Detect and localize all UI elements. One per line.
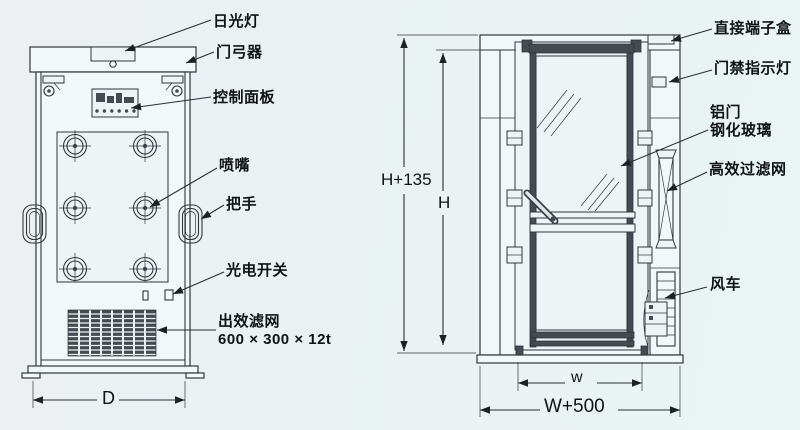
label-dim-width-total: W+500 xyxy=(544,396,605,417)
handle-left xyxy=(22,204,47,244)
label-aluminum-door-line1: 铝门 xyxy=(710,104,742,121)
label-junction-box: 直接端子盒 xyxy=(714,20,792,37)
aluminum-glass-door xyxy=(506,39,653,356)
dimension-depth xyxy=(32,381,186,408)
control-panel xyxy=(91,88,139,118)
leader-photoelectric-switch xyxy=(172,271,225,295)
label-primary-filter-size: 600 × 300 × 12t xyxy=(218,331,332,348)
label-primary-filter-name: 出效滤网 xyxy=(218,313,281,330)
glass-upper-pane xyxy=(535,55,628,213)
leader-nozzle xyxy=(149,167,218,208)
primary-filter-grille xyxy=(67,309,157,357)
label-photoelectric-switch: 光电开关 xyxy=(226,262,289,279)
side-view-drawing xyxy=(397,28,713,417)
label-door-indicator-light: 门禁指示灯 xyxy=(714,60,792,77)
fan xyxy=(643,271,676,348)
label-door-closer: 门弓器 xyxy=(216,44,263,61)
label-primary-filter: 出效滤网 600 × 300 × 12t xyxy=(218,313,331,349)
label-nozzle: 喷嘴 xyxy=(219,157,251,174)
label-dim-height: H xyxy=(438,193,451,212)
label-dim-depth: D xyxy=(102,388,115,408)
leader-control-panel xyxy=(130,96,212,111)
label-dim-door-width: w xyxy=(571,369,583,386)
label-handle: 把手 xyxy=(226,196,258,213)
leader-lamp xyxy=(124,19,212,52)
junction-box xyxy=(647,34,675,45)
photo-switch-mark xyxy=(142,290,149,301)
leader-handle xyxy=(200,204,225,220)
glass-hatch-marks xyxy=(536,89,620,212)
handle-right xyxy=(178,204,203,244)
nozzles xyxy=(59,130,161,282)
door-hinges xyxy=(506,130,653,264)
front-view-drawing xyxy=(21,19,225,408)
leader-hepa-filter xyxy=(666,171,708,192)
door-closer-right xyxy=(161,75,184,97)
label-aluminum-door-line2: 钢化玻璃 xyxy=(710,122,773,139)
fluorescent-lamp xyxy=(90,46,136,62)
label-control-panel: 控制面板 xyxy=(213,89,276,106)
dimension-height xyxy=(436,49,516,345)
leader-aluminum-door xyxy=(620,129,709,167)
photoelectric-switch xyxy=(164,289,174,301)
label-fluorescent-lamp: 日光灯 xyxy=(213,13,260,30)
door-handle xyxy=(523,189,559,225)
leader-junction-box xyxy=(670,28,713,42)
hepa-filter xyxy=(655,149,677,249)
dimension-height-total xyxy=(397,34,478,354)
label-hepa-filter: 高效过滤网 xyxy=(709,161,787,178)
leader-door-closer xyxy=(185,51,215,64)
glass-lower-pane xyxy=(535,231,628,331)
dimension-width-total xyxy=(479,366,681,417)
door-closer-left xyxy=(42,75,65,97)
dimension-door-width xyxy=(517,362,643,391)
leader-door-indicator xyxy=(668,69,713,83)
label-dim-height-total: H+135 xyxy=(381,170,432,189)
door-indicator-light xyxy=(651,76,667,88)
label-aluminum-door: 铝门 钢化玻璃 xyxy=(710,104,772,140)
leader-fan xyxy=(664,286,708,300)
label-fan: 风车 xyxy=(710,276,742,293)
